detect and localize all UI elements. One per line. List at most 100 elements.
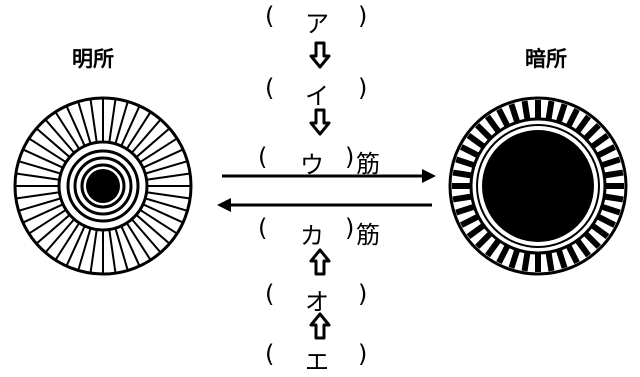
iris-bar xyxy=(455,156,476,169)
iris-bar xyxy=(600,156,621,169)
iris-line xyxy=(135,127,171,158)
iris-line xyxy=(18,160,62,175)
iris-bar xyxy=(596,213,616,228)
iris-bar xyxy=(583,123,601,141)
dark-eye-iris xyxy=(448,96,628,276)
iris-line xyxy=(125,111,152,150)
blank-i-label: イ xyxy=(305,82,329,110)
iris-bar xyxy=(545,251,555,272)
iris-bar xyxy=(555,248,568,269)
iris-line xyxy=(35,214,71,245)
up-arrow-icon xyxy=(309,312,331,340)
iris-line xyxy=(139,137,178,164)
paren-open: ( xyxy=(258,214,268,242)
paren-open: ( xyxy=(258,143,268,171)
iris-line xyxy=(65,225,86,267)
paren-open: ( xyxy=(265,74,275,102)
bright-place-label: 明所 xyxy=(72,47,114,71)
iris-line xyxy=(108,229,117,274)
blank-ka-label: カ xyxy=(300,222,324,250)
iris-line xyxy=(35,127,71,158)
left-arrow-icon xyxy=(217,198,432,212)
iris-line xyxy=(131,118,162,154)
iris-bar xyxy=(485,114,502,134)
iris-line xyxy=(15,191,60,200)
blank-a-label: ア xyxy=(305,10,329,38)
iris-line xyxy=(146,191,191,200)
iris-bar xyxy=(590,222,610,239)
iris-bar xyxy=(600,203,621,216)
right-arrow-icon xyxy=(222,169,436,183)
paren-close: ) xyxy=(358,280,368,308)
iris-bar xyxy=(555,103,568,124)
down-arrow-icon xyxy=(309,108,331,136)
iris-bar xyxy=(508,248,521,269)
iris-line xyxy=(89,98,98,143)
iris-line xyxy=(146,172,191,181)
iris-bar xyxy=(475,123,493,141)
down-arrow-icon xyxy=(309,41,331,69)
iris-line xyxy=(15,172,60,181)
paren-open: ( xyxy=(265,340,275,368)
iris-line xyxy=(120,105,141,147)
iris-line xyxy=(77,101,92,145)
iris-line xyxy=(65,105,86,147)
iris-line xyxy=(44,218,75,254)
iris-line xyxy=(114,101,129,145)
up-arrow-icon xyxy=(309,248,331,276)
iris-bar xyxy=(466,222,486,239)
iris-line xyxy=(125,222,152,261)
iris-bar xyxy=(455,203,476,216)
paren-close: ) xyxy=(345,143,355,171)
iris-line xyxy=(89,229,98,274)
iris-bar xyxy=(496,108,511,128)
iris-bar xyxy=(565,244,580,264)
pupil-large xyxy=(482,130,594,242)
iris-line xyxy=(18,197,62,212)
iris-radial-bars xyxy=(452,100,624,272)
iris-line xyxy=(144,197,188,212)
blank-u-label: ウ xyxy=(300,151,324,179)
iris-bar xyxy=(466,133,486,150)
iris-line xyxy=(77,227,92,271)
paren-open: ( xyxy=(265,280,275,308)
bright-eye-iris xyxy=(13,96,193,276)
iris-line xyxy=(142,148,184,169)
iris-line xyxy=(144,160,188,175)
iris-bar xyxy=(496,244,511,264)
iris-line xyxy=(28,208,67,235)
iris-line xyxy=(131,218,162,254)
paren-open: ( xyxy=(265,2,275,30)
iris-bar xyxy=(596,144,616,159)
iris-bar xyxy=(574,238,591,258)
iris-bar xyxy=(565,108,580,128)
iris-line xyxy=(139,208,178,235)
iris-bar xyxy=(475,231,493,249)
paren-close: ) xyxy=(358,74,368,102)
blank-o-label: オ xyxy=(305,288,329,316)
iris-line xyxy=(114,227,129,271)
iris-bar xyxy=(460,144,480,159)
iris-bar xyxy=(603,169,624,179)
iris-bar xyxy=(460,213,480,228)
paren-close: ) xyxy=(345,214,355,242)
iris-bar xyxy=(583,231,601,249)
iris-line xyxy=(54,111,81,150)
iris-bar xyxy=(545,100,555,121)
iris-line xyxy=(28,137,67,164)
iris-bar xyxy=(508,103,521,124)
iris-bar xyxy=(521,100,531,121)
muscle-suffix: 筋 xyxy=(356,221,380,249)
iris-bar xyxy=(590,133,610,150)
iris-radial-lines xyxy=(15,98,191,274)
muscle-suffix: 筋 xyxy=(356,150,380,178)
iris-bar xyxy=(603,193,624,203)
paren-close: ) xyxy=(358,2,368,30)
iris-line xyxy=(44,118,75,154)
dark-place-label: 暗所 xyxy=(525,47,567,71)
iris-line xyxy=(22,148,64,169)
iris-line xyxy=(108,98,117,143)
paren-close: ) xyxy=(358,340,368,368)
